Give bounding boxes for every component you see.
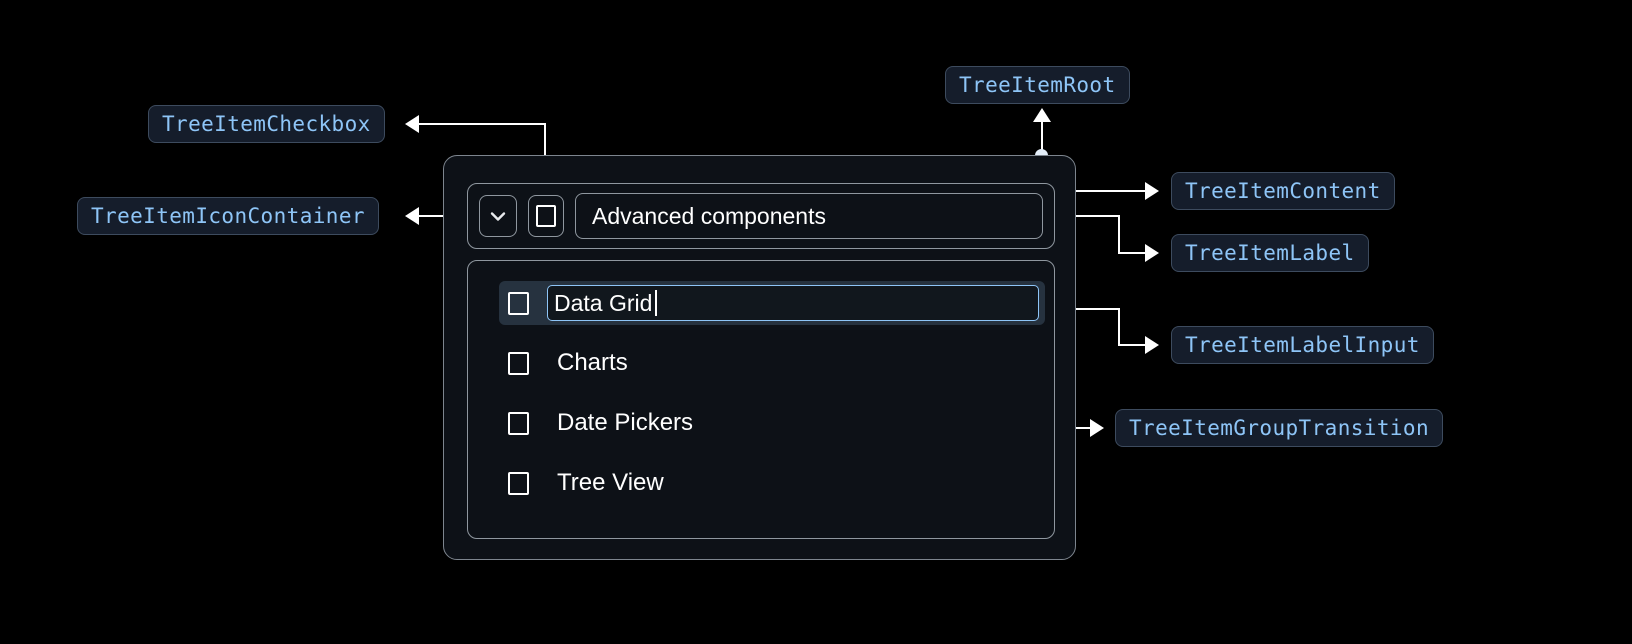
annotation-badge-tree-item-label-input: TreeItemLabelInput	[1171, 326, 1434, 364]
connector-icon-container-arrow	[405, 207, 419, 225]
connector-checkbox-hline	[419, 123, 546, 125]
tree-child-checkbox-charts[interactable]	[508, 351, 529, 375]
text-caret	[655, 290, 657, 316]
connector-label-input-line-c	[1118, 344, 1157, 346]
tree-child-row-tree-view[interactable]: Tree View	[499, 461, 1045, 505]
connector-group-transition-arrow	[1090, 419, 1104, 437]
annotation-badge-tree-item-content: TreeItemContent	[1171, 172, 1395, 210]
connector-label-input-line-b	[1118, 308, 1120, 346]
tree-item-icon-container[interactable]	[479, 195, 517, 237]
annotation-badge-tree-item-root: TreeItemRoot	[945, 66, 1130, 104]
connector-label-line-c	[1118, 252, 1157, 254]
connector-root-line	[1041, 118, 1043, 156]
tree-child-checkbox-data-grid[interactable]	[508, 291, 529, 315]
tree-child-row-charts[interactable]: Charts	[499, 341, 1045, 385]
annotation-badge-tree-item-group-transition: TreeItemGroupTransition	[1115, 409, 1443, 447]
tree-child-checkbox-date-pickers[interactable]	[508, 411, 529, 435]
tree-item-checkbox[interactable]	[528, 195, 564, 237]
annotation-badge-tree-item-label: TreeItemLabel	[1171, 234, 1369, 272]
connector-root-arrow	[1033, 108, 1051, 122]
tree-child-label-date-pickers: Date Pickers	[557, 409, 694, 436]
connector-label-line-a	[1046, 215, 1120, 217]
chevron-down-icon	[486, 204, 510, 228]
annotation-badge-tree-item-icon-container: TreeItemIconContainer	[77, 197, 379, 235]
connector-group-transition-line	[1058, 427, 1102, 429]
tree-child-row-data-grid[interactable]: Data Grid	[499, 281, 1045, 325]
connector-content-line	[1058, 190, 1157, 192]
tree-child-row-date-pickers[interactable]: Date Pickers	[499, 401, 1045, 445]
annotation-badge-tree-item-checkbox: TreeItemCheckbox	[148, 105, 385, 143]
tree-item-root[interactable]: Advanced components Data Grid Charts Dat…	[443, 155, 1076, 560]
connector-label-input-arrow	[1145, 336, 1159, 354]
tree-item-content[interactable]: Advanced components	[467, 183, 1055, 249]
tree-item-label-input[interactable]: Data Grid	[547, 285, 1039, 321]
checkbox-square-icon	[536, 205, 556, 227]
connector-label-input-line-a	[1044, 308, 1120, 310]
tree-item-label[interactable]: Advanced components	[575, 193, 1043, 239]
connector-label-arrow	[1145, 244, 1159, 262]
tree-item-label-input-value: Data Grid	[554, 289, 653, 316]
tree-child-checkbox-tree-view[interactable]	[508, 471, 529, 495]
tree-child-label-charts: Charts	[557, 349, 628, 376]
tree-child-label-tree-view: Tree View	[557, 469, 664, 496]
connector-checkbox-arrow	[405, 115, 419, 133]
connector-content-arrow	[1145, 182, 1159, 200]
tree-item-group-transition: Data Grid Charts Date Pickers Tree View	[467, 260, 1055, 539]
connector-label-line-b	[1118, 215, 1120, 254]
tree-item-label-text: Advanced components	[592, 202, 826, 229]
